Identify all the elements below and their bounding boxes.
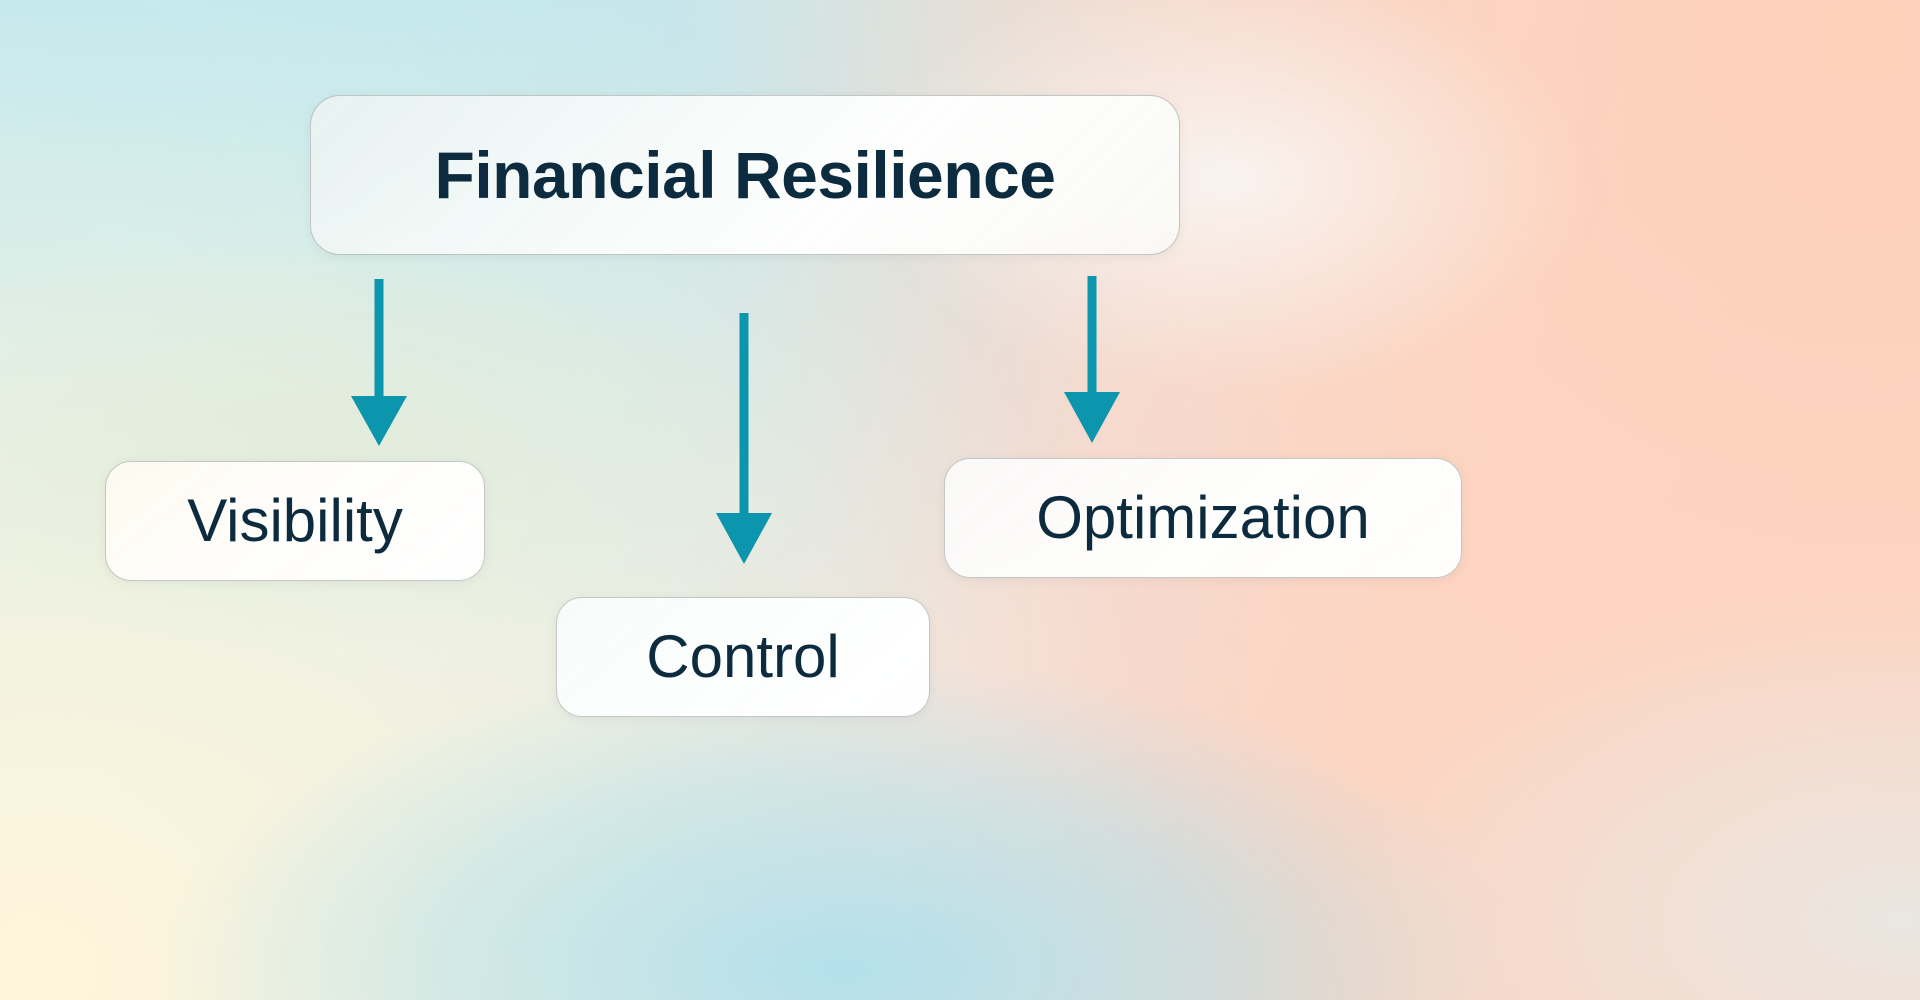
node-label-optimization: Optimization bbox=[1036, 484, 1370, 551]
arrow-root-to-control bbox=[716, 313, 772, 564]
node-financial-resilience[interactable]: Financial Resilience bbox=[310, 95, 1180, 255]
arrow-root-to-visibility bbox=[351, 279, 407, 446]
node-label-control: Control bbox=[646, 623, 840, 690]
node-control[interactable]: Control bbox=[556, 597, 930, 717]
node-label-visibility: Visibility bbox=[187, 487, 403, 554]
node-label-financial-resilience: Financial Resilience bbox=[434, 138, 1056, 212]
node-optimization[interactable]: Optimization bbox=[944, 458, 1462, 578]
node-visibility[interactable]: Visibility bbox=[105, 461, 485, 581]
arrow-root-to-optimization bbox=[1064, 276, 1120, 443]
